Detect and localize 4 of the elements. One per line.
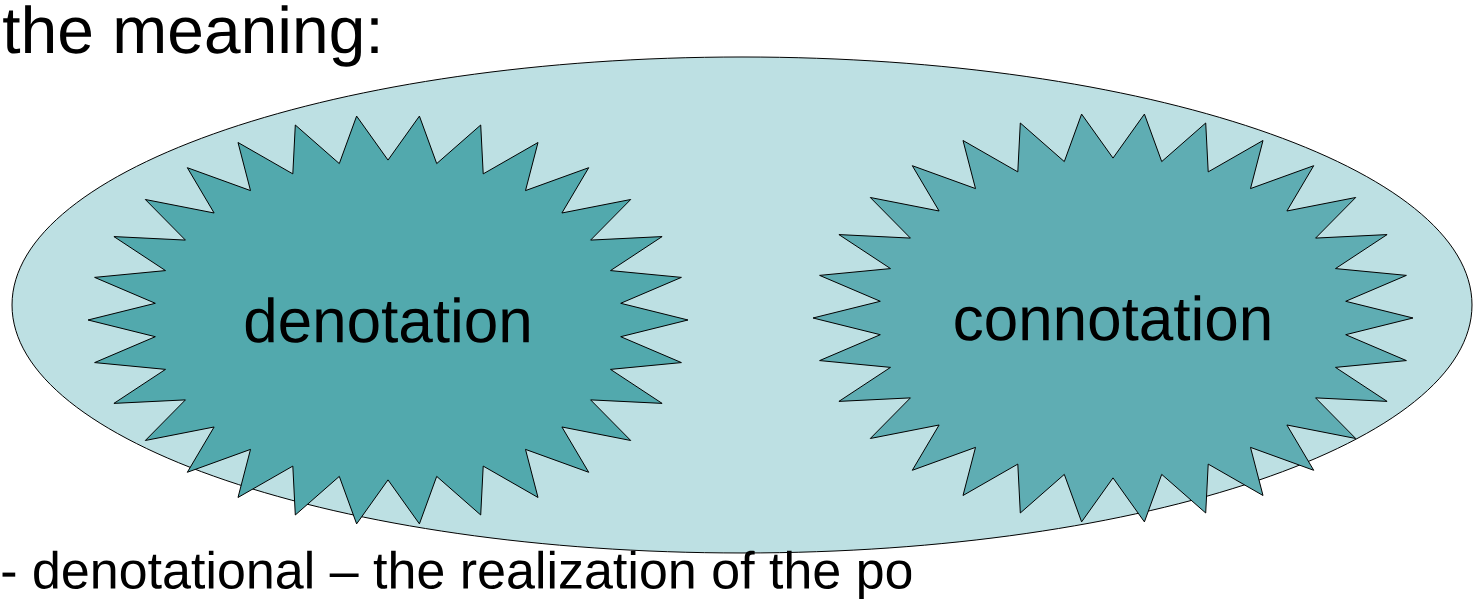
text: the meaning: xyxy=(3,5,378,67)
starburst: denotation xyxy=(87,115,689,525)
text: - denotational – the realization of the po xyxy=(2,550,912,599)
starburst: connotation xyxy=(812,113,1414,523)
